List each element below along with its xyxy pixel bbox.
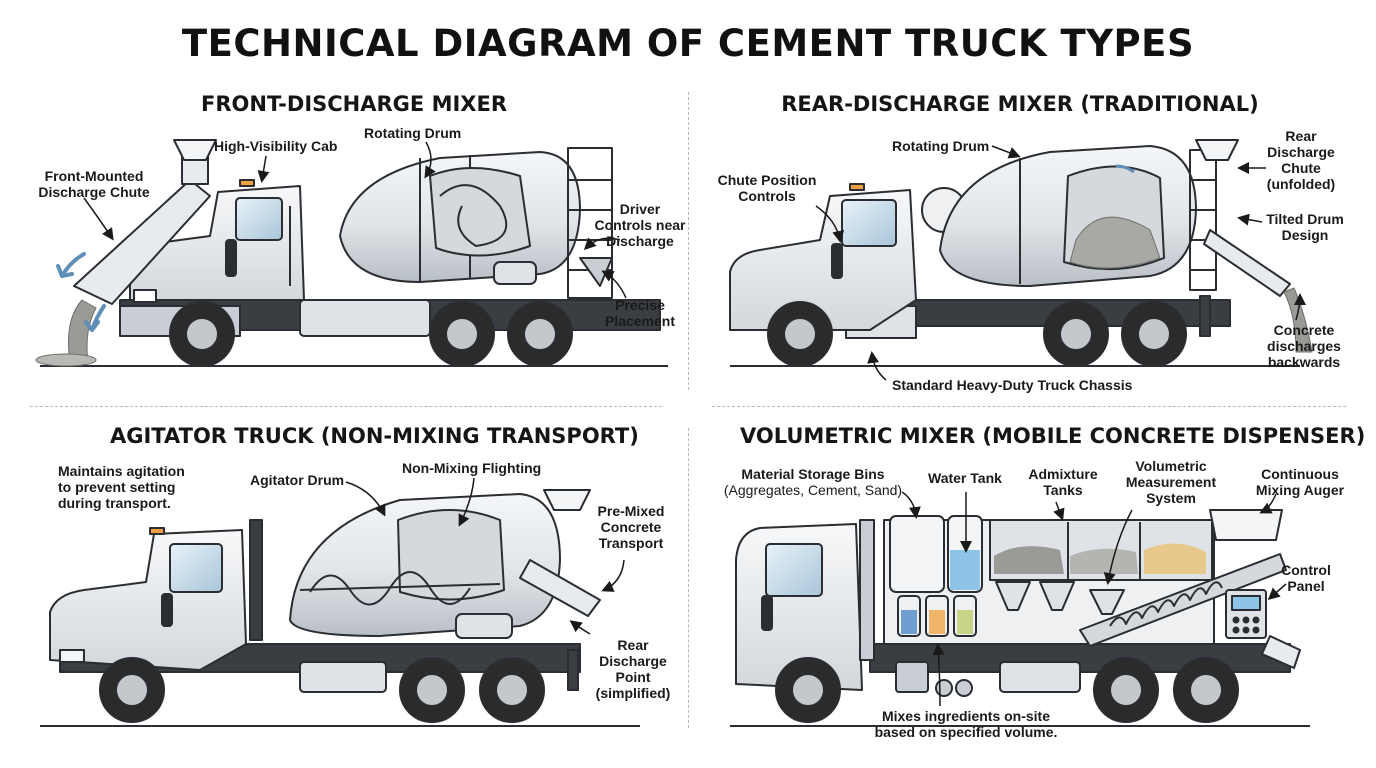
callout-material-storage-bins: Material Storage Bins (Aggregates, Cemen… [723, 466, 903, 498]
callout-precise-placement: Precise Placement [604, 297, 676, 329]
volumetric-truck [730, 509, 1310, 727]
main-title: TECHNICAL DIAGRAM OF CEMENT TRUCK TYPES [181, 22, 1195, 65]
callout-chute-position-controls: Chute Position Controls [717, 172, 817, 204]
callout-rotating-drum: Rotating Drum [364, 125, 462, 141]
callout-rotating-drum-rear: Rotating Drum [892, 138, 990, 154]
panel-title-agitator: AGITATOR TRUCK (NON-MIXING TRANSPORT) [110, 424, 639, 448]
callout-front-mounted-chute: Front-Mounted Discharge Chute [38, 168, 150, 200]
callout-concrete-backwards: Concrete discharges backwards [1267, 322, 1341, 370]
rear-discharge-arrows [815, 145, 1306, 381]
callout-high-visibility-cab: High-Visibility Cab [214, 138, 338, 154]
divider-horizontal-right [712, 406, 1346, 407]
callout-admixture-tanks: Admixture Tanks [1028, 466, 1098, 498]
volumetric-arrows [901, 491, 1287, 707]
callout-pre-mixed-concrete: Pre-Mixed Concrete Transport [597, 503, 665, 551]
front-discharge-arrows [83, 141, 627, 299]
callout-continuous-mixing-auger: Continuous Mixing Auger [1255, 466, 1345, 498]
callout-agitator-drum: Agitator Drum [250, 472, 345, 488]
callout-truck-chassis: Standard Heavy-Duty Truck Chassis [892, 377, 1133, 393]
callout-non-mixing-flighting: Non-Mixing Flighting [402, 460, 542, 476]
panel-title-front-discharge: FRONT-DISCHARGE MIXER [201, 92, 507, 116]
callout-maintains-agitation: Maintains agitation to prevent setting d… [58, 463, 185, 511]
callout-volumetric-measurement: Volumetric Measurement System [1125, 458, 1217, 506]
callout-driver-controls: Driver Controls near Discharge [594, 201, 686, 249]
rear-discharge-truck [729, 139, 1313, 367]
panel-title-rear-discharge: REAR-DISCHARGE MIXER (TRADITIONAL) [781, 92, 1259, 116]
panel-title-volumetric: VOLUMETRIC MIXER (MOBILE CONCRETE DISPEN… [740, 424, 1366, 448]
callout-water-tank: Water Tank [928, 470, 1002, 486]
front-discharge-flow-arrows [56, 252, 106, 332]
agitator-truck [40, 489, 640, 727]
callout-tilted-drum: Tilted Drum Design [1266, 211, 1344, 243]
callout-rear-discharge-chute: Rear Discharge Chute (unfolded) [1266, 128, 1336, 192]
divider-vertical-top [688, 92, 689, 390]
callout-rear-discharge-point: Rear Discharge Point (simplified) [595, 637, 671, 701]
divider-vertical-bottom [688, 428, 689, 728]
agitator-arrows [345, 477, 625, 635]
front-discharge-truck [35, 139, 668, 367]
divider-horizontal-left [30, 406, 662, 407]
callout-control-panel: Control Panel [1281, 562, 1331, 594]
callout-mixes-on-site: Mixes ingredients on-site based on speci… [874, 708, 1058, 740]
drum-rotation-arrow [1115, 164, 1135, 174]
